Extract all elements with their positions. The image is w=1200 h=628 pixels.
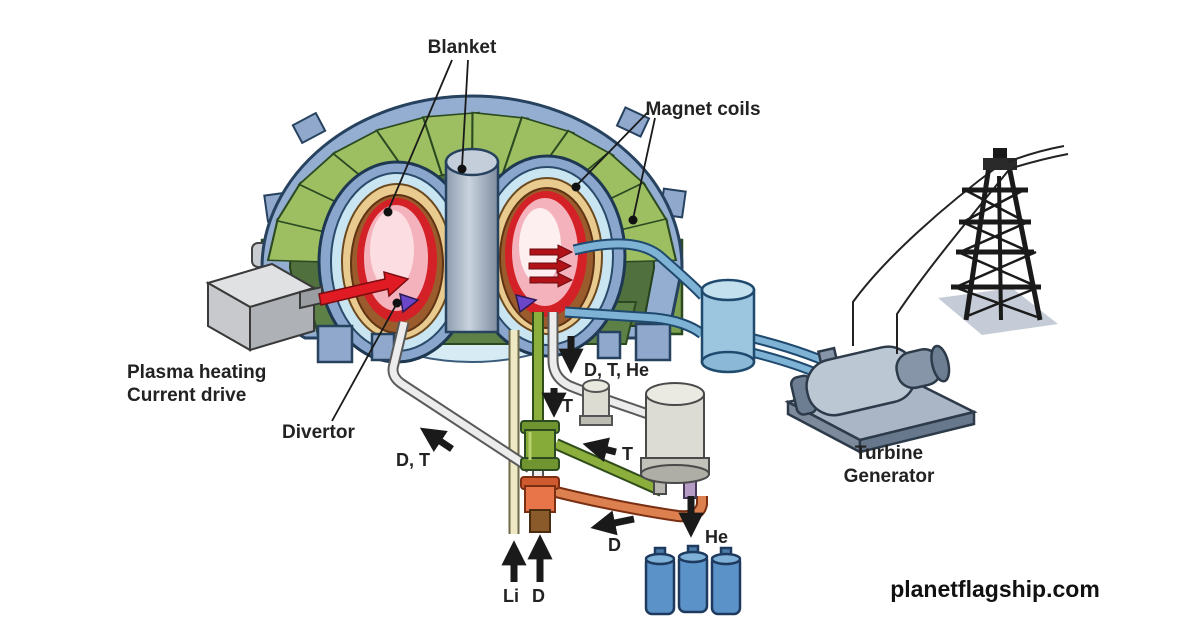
turbine-generator: [784, 163, 1009, 455]
turbine-label-line1: Turbine: [855, 443, 923, 464]
heating-beam-arrow: [318, 270, 410, 306]
turbine-body: [789, 344, 951, 417]
flow-arrows: [419, 336, 704, 582]
helium-bottle: [677, 544, 709, 614]
helium-bottle: [710, 546, 742, 616]
plasma-heating-injector: [205, 262, 323, 352]
plasma-heating-label-line1: Plasma heating: [127, 362, 266, 383]
divertor-right: [514, 293, 538, 314]
leader-lines: [331, 59, 656, 422]
magnet-coils-label: Magnet coils: [645, 99, 760, 120]
t-return-label: T: [622, 444, 633, 464]
right-torus-cross-section: [467, 154, 627, 358]
dt-recycle-label: D, T: [396, 450, 430, 470]
dt-recycle-arrow: [419, 427, 454, 453]
left-torus-cross-section: [317, 160, 477, 364]
fuel-processing-plant: [640, 382, 710, 499]
heat-flux-arrows: [528, 244, 574, 288]
power-line: [1011, 153, 1069, 169]
steam-generator: [700, 278, 756, 374]
d-return-label: D: [608, 535, 621, 555]
coolant-loop: [564, 238, 847, 389]
transmission-pylon: [938, 145, 1069, 335]
plasma-heating-label-line2: Current drive: [127, 385, 246, 406]
power-line: [852, 163, 1002, 346]
tritium-fueling-valve: [520, 420, 560, 471]
blanket-label: Blanket: [428, 37, 497, 58]
d-in-label: D: [532, 586, 545, 606]
helium-storage-bottles: [644, 544, 742, 616]
support-feet: [316, 322, 672, 364]
fuel-cycle-pipes: [387, 312, 708, 534]
plasma-core: [519, 208, 561, 284]
exhaust-label: D, T, He: [584, 360, 649, 380]
central-solenoid-column: [444, 160, 500, 334]
deuterium-fueling-valve: [520, 476, 560, 533]
divertor-label: Divertor: [282, 422, 355, 443]
power-line: [1007, 145, 1065, 163]
t-down-label: T: [562, 396, 573, 416]
plasma-core: [370, 210, 414, 290]
d-return-arrow: [590, 510, 635, 536]
turbine-label-line2: Generator: [844, 466, 935, 487]
li-in-label: Li: [503, 586, 519, 606]
helium-separator: [579, 379, 613, 426]
t-return-arrow: [582, 437, 617, 462]
leader-dots: [383, 164, 638, 308]
helium-bottle: [644, 546, 676, 616]
tokamak-reactor: [251, 94, 687, 364]
watermark: planetflagship.com: [890, 576, 1100, 602]
he-out-label: He: [705, 527, 728, 547]
central-column-top: [444, 147, 500, 177]
